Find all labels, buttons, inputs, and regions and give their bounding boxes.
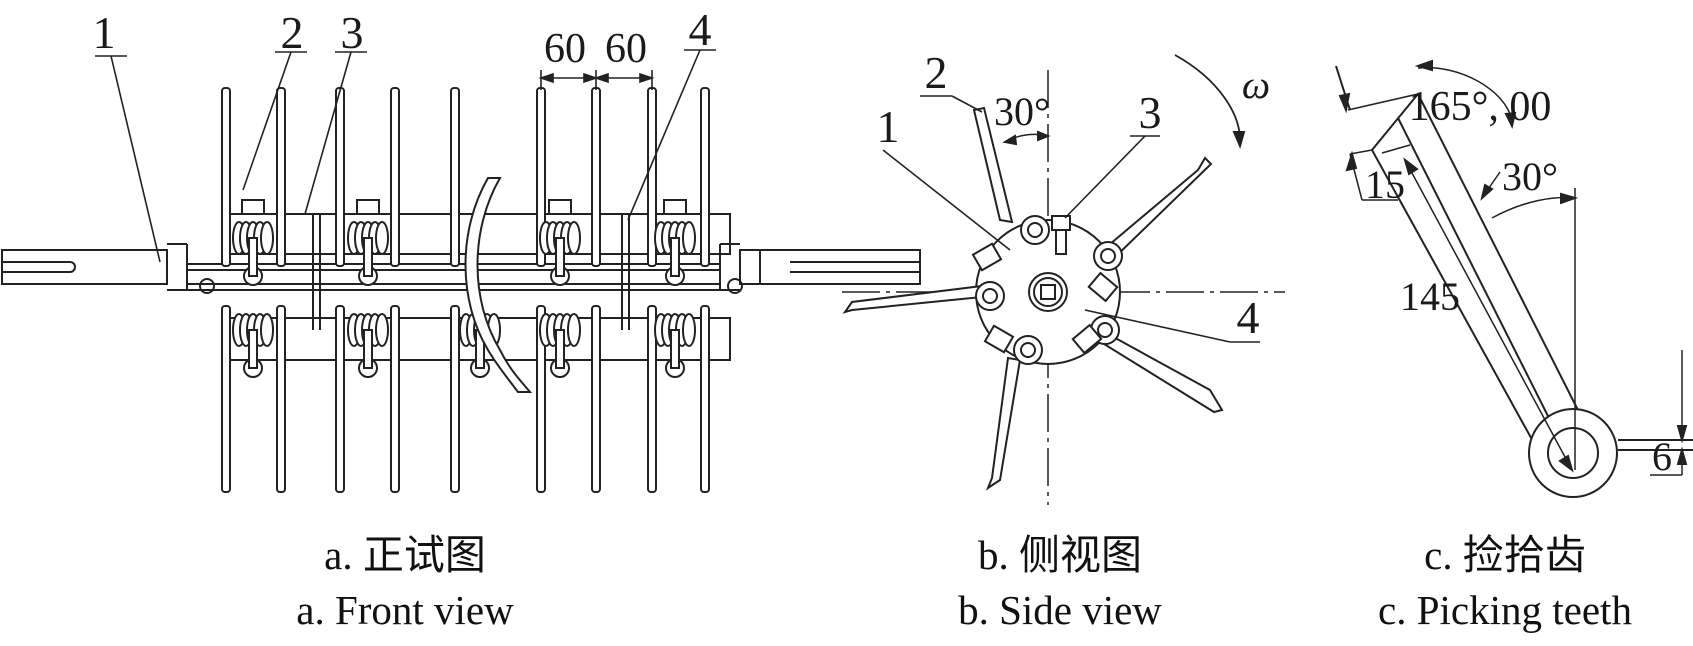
upper-tine (221, 87, 231, 267)
lower-spring-coil-stem (555, 329, 565, 369)
front-view-break-line (464, 177, 533, 393)
upper-spring-coil-stem (363, 237, 373, 277)
upper-tine (390, 87, 400, 267)
upper-spring-coil (567, 221, 581, 255)
lower-tine (450, 305, 460, 493)
upper-spring-coil (682, 221, 696, 255)
upper-spring-coil (260, 221, 274, 255)
upper-spring-coil (375, 221, 389, 255)
lower-spring-coil (682, 313, 696, 347)
front-view-tines (221, 87, 710, 493)
lower-tine (221, 305, 231, 493)
upper-tine (700, 87, 710, 267)
clamp-nut (356, 199, 380, 215)
upper-spring-coil-stem (670, 237, 680, 277)
callout-2-side: 2 (925, 47, 948, 98)
clamp-nut (241, 199, 265, 215)
front-view-spring-coils (232, 199, 696, 378)
callout-3-front: 3 (341, 7, 364, 58)
tooth-angle-mid-label: 30° (1502, 154, 1558, 199)
caption-tooth-cn: c. 捡拾齿 (1424, 532, 1586, 578)
dimension-spacing-right: 60 (605, 26, 647, 72)
lower-tine (335, 305, 345, 493)
lower-spring-coil (375, 313, 389, 347)
caption-front-cn: a. 正试图 (324, 532, 486, 578)
tooth-angle-top-label: 165°, 00 (1409, 84, 1552, 130)
lower-tine (276, 305, 286, 493)
lower-tine (390, 305, 400, 493)
lower-tine (536, 305, 546, 493)
lower-spring-coil (260, 313, 274, 347)
rotation-omega-label: ω (1242, 62, 1270, 107)
upper-tine (450, 87, 460, 267)
caption-side-cn: b. 侧视图 (978, 532, 1142, 578)
side-angle-label: 30° (994, 89, 1050, 134)
lower-spring-coil-stem (670, 329, 680, 369)
lower-tine (700, 305, 710, 493)
lower-spring-coil-stem (363, 329, 373, 369)
lower-tine (647, 305, 657, 493)
tooth-length-dimension: 145 (1400, 274, 1460, 319)
clamp-nut (663, 199, 687, 215)
callout-1-side: 1 (877, 101, 900, 152)
callout-2-front: 2 (281, 7, 304, 58)
picking-tooth-drawing (1335, 59, 1693, 498)
tooth-width-dimension: 15 (1365, 162, 1405, 207)
callout-4-side: 4 (1237, 292, 1260, 343)
caption-tooth-en: c. Picking teeth (1378, 587, 1632, 633)
upper-tine (335, 87, 345, 267)
upper-spring-coil-stem (248, 237, 258, 277)
dimension-spacing-left: 60 (544, 26, 586, 72)
callout-3-side: 3 (1139, 87, 1162, 138)
clamp-nut (548, 199, 572, 215)
lower-spring-coil-stem (248, 329, 258, 369)
side-view-drawing (842, 54, 1285, 505)
upper-spring-coil-stem (555, 237, 565, 277)
lower-tine (591, 305, 601, 493)
caption-front-en: a. Front view (296, 587, 514, 633)
upper-tine (276, 87, 286, 267)
tooth-end-dimension: 6 (1652, 434, 1672, 479)
front-view-leaders (95, 49, 716, 263)
caption-side-en: b. Side view (958, 587, 1162, 633)
callout-4-front: 4 (689, 4, 712, 55)
upper-tine (591, 87, 601, 267)
lower-spring-coil (567, 313, 581, 347)
callout-1-front: 1 (93, 7, 116, 58)
